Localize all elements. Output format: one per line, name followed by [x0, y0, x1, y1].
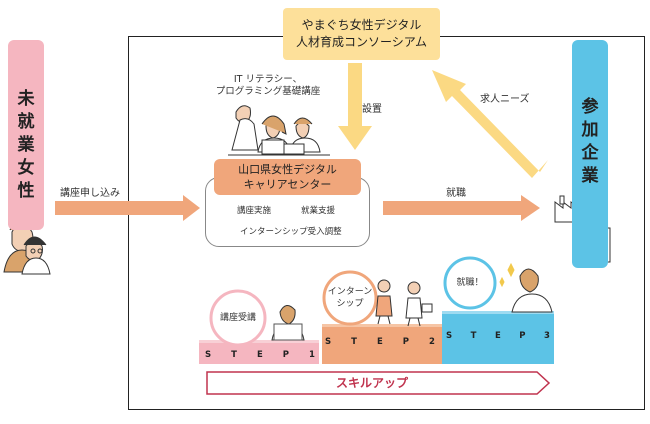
- skill-up-label: スキルアップ: [335, 376, 408, 390]
- step1-bubble-ring: [209, 289, 267, 347]
- career-center-title-line2: キャリアセンター: [243, 178, 332, 191]
- step2-bubble: インターン シップ: [326, 274, 374, 322]
- career-center-title-line1: 山口県女性デジタル: [238, 163, 337, 176]
- course-caption: IT リテラシー、 プログラミング基礎講座: [204, 74, 332, 98]
- step1-letter: S: [205, 350, 212, 360]
- step1-letter: P: [282, 350, 290, 360]
- center-item-internship: インターンシップ受入調整: [240, 227, 342, 237]
- center-item-course: 講座実施: [237, 206, 272, 216]
- step2-letter: S: [325, 337, 332, 347]
- step1-letter: E: [256, 350, 263, 360]
- setup-label: 設置: [362, 104, 382, 115]
- unemployed-women-panel: 未 就 業 女 性: [8, 40, 44, 230]
- step2-bubble-line1: インターン: [327, 287, 373, 297]
- step1-platform: [199, 340, 319, 364]
- step1-letter: 1: [309, 350, 315, 360]
- step3-letter: T: [470, 331, 477, 341]
- step2-people-illustration: [375, 279, 433, 327]
- consortium-box: やまぐち女性デジタル 人材育成コンソーシアム: [283, 8, 440, 60]
- participating-companies-char: 業: [581, 166, 599, 186]
- step1-label: S T E P 1: [205, 350, 315, 360]
- step2-letter: P: [402, 337, 410, 347]
- step2-platform: [322, 324, 442, 364]
- step3-person-illustration: [499, 262, 553, 313]
- step3-label: S T E P 3: [446, 331, 550, 341]
- participating-companies-char: 企: [581, 143, 599, 163]
- participating-companies-char: 加: [581, 120, 599, 140]
- consortium-line1: やまぐち女性デジタル: [301, 18, 422, 32]
- step3-letter: S: [446, 331, 453, 341]
- step2-bubble-line2: シップ: [336, 299, 364, 309]
- job-needs-arrow: [432, 70, 548, 178]
- job-needs-label: 求人ニーズ: [480, 94, 530, 105]
- step3-bubble-text: 就職！: [456, 278, 484, 288]
- step1-bubble: 講座受講: [213, 294, 263, 342]
- step2-label: S T E P 2: [325, 337, 435, 347]
- step1-person-illustration: [271, 305, 305, 341]
- course-caption-line2: プログラミング基礎講座: [215, 86, 321, 97]
- center-item-support: 就業支援: [301, 206, 336, 216]
- step2-letter: E: [376, 337, 383, 347]
- step2-bubble-ring: [322, 270, 378, 326]
- step2-letter: 2: [429, 337, 435, 347]
- participating-companies-char: 参: [581, 97, 599, 117]
- unemployed-women-char: 未: [17, 89, 35, 109]
- step3-letter: P: [519, 331, 526, 341]
- participating-companies-panel: 参 加 企 業: [572, 40, 608, 268]
- step3-platform: [442, 311, 554, 364]
- employment-label: 就職: [446, 188, 466, 199]
- course-people-illustration: [228, 105, 330, 156]
- unemployed-women-char: 女: [17, 158, 35, 178]
- apply-label: 講座申し込み: [60, 188, 120, 199]
- unemployed-women-char: 業: [17, 135, 35, 155]
- apply-arrow: [55, 195, 200, 221]
- step3-letter: E: [494, 331, 501, 341]
- step3-bubble-ring: [443, 256, 497, 310]
- unemployed-women-char: 性: [17, 181, 35, 201]
- step1-letter: T: [231, 350, 237, 360]
- setup-arrow: [338, 63, 372, 150]
- step3-bubble: 就職！: [447, 260, 493, 306]
- step3-letter: 3: [544, 331, 550, 341]
- skill-up-arrow: [206, 371, 551, 395]
- unemployed-women-char: 就: [17, 112, 35, 132]
- career-center-title: 山口県女性デジタル キャリアセンター: [214, 159, 361, 195]
- course-caption-line1: IT リテラシー、: [233, 74, 303, 85]
- step1-bubble-text: 講座受講: [219, 313, 256, 323]
- employment-arrow: [383, 195, 540, 221]
- consortium-line2: 人材育成コンソーシアム: [296, 35, 427, 49]
- step2-letter: T: [351, 337, 357, 347]
